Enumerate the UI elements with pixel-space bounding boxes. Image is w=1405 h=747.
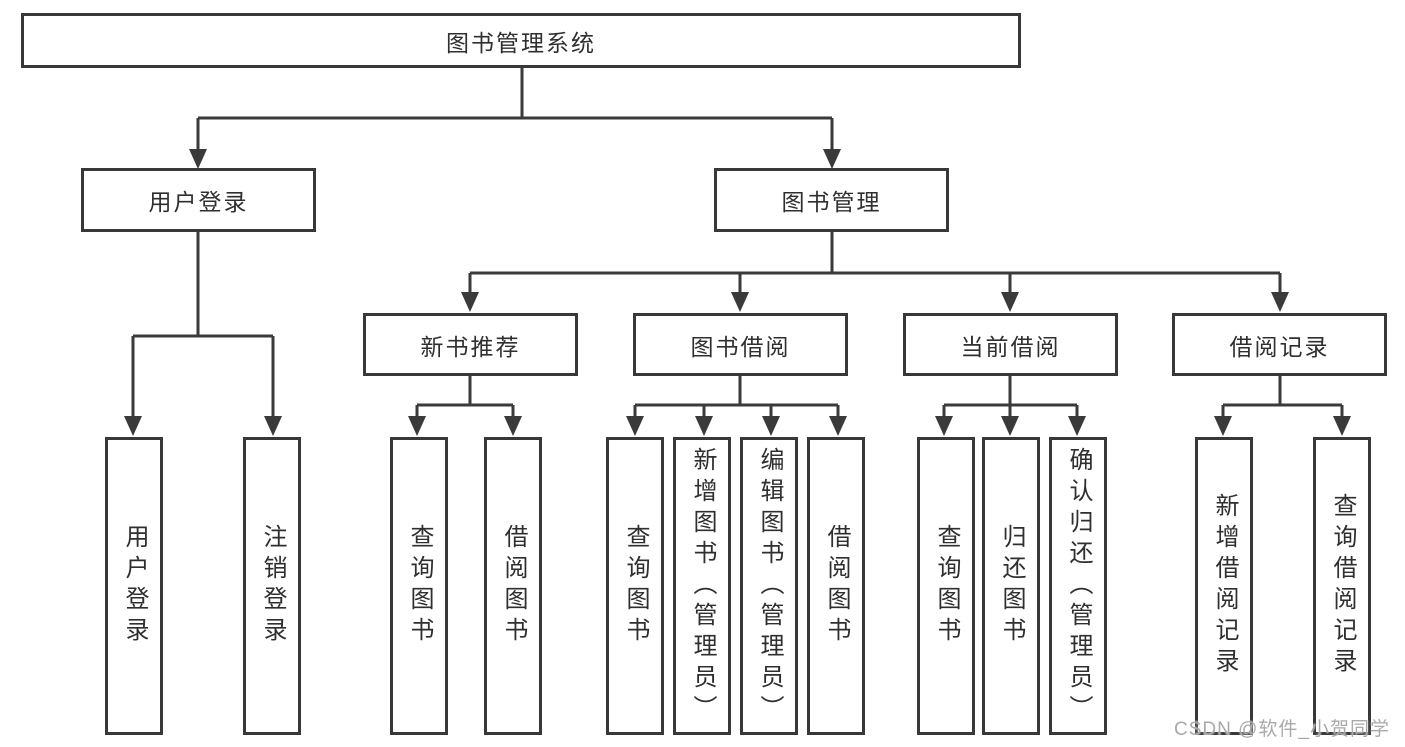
node-borrow-books-2: 借阅图书 — [807, 437, 865, 735]
node-borrow-books-1: 借阅图书 — [484, 437, 542, 735]
node-query-books-3: 查询图书 — [917, 437, 975, 735]
node-user-login-label: 用户登录 — [148, 189, 249, 215]
node-query-books-1: 查询图书 — [390, 437, 448, 735]
node-library-system-label: 图书管理系统 — [446, 29, 596, 56]
node-query-books-3-label: 查询图书 — [933, 524, 960, 648]
node-current-borrow-label: 当前借阅 — [960, 333, 1061, 360]
node-query-books-2: 查询图书 — [606, 437, 664, 735]
node-confirm-return-admin: 确认归还（管理员） — [1049, 437, 1107, 735]
node-new-book-recommend-label: 新书推荐 — [420, 333, 521, 360]
node-query-borrow-record-label: 查询借阅记录 — [1329, 493, 1356, 679]
node-user-login-leaf-label: 用户登录 — [121, 524, 148, 648]
node-confirm-return-admin-label: 确认归还（管理员） — [1065, 446, 1092, 726]
node-return-books-label: 归还图书 — [998, 524, 1025, 648]
node-book-borrow: 图书借阅 — [633, 313, 848, 376]
node-library-system: 图书管理系统 — [21, 13, 1021, 68]
node-return-books: 归还图书 — [982, 437, 1040, 735]
node-query-books-1-label: 查询图书 — [406, 524, 433, 648]
node-query-books-2-label: 查询图书 — [622, 524, 649, 648]
node-user-login: 用户登录 — [81, 168, 316, 232]
node-borrow-books-1-label: 借阅图书 — [500, 524, 527, 648]
node-add-borrow-record-label: 新增借阅记录 — [1211, 493, 1238, 679]
node-new-book-recommend: 新书推荐 — [363, 313, 578, 376]
node-book-management-label: 图书管理 — [781, 189, 882, 215]
node-add-borrow-record: 新增借阅记录 — [1195, 437, 1253, 735]
csdn-watermark: CSDN @软件_小贺同学 — [1174, 719, 1390, 740]
node-edit-book-admin: 编辑图书（管理员） — [740, 437, 798, 735]
node-user-login-leaf: 用户登录 — [105, 437, 163, 735]
node-book-management: 图书管理 — [714, 168, 949, 232]
node-borrow-records: 借阅记录 — [1172, 313, 1387, 376]
node-book-borrow-label: 图书借阅 — [690, 333, 791, 360]
node-edit-book-admin-label: 编辑图书（管理员） — [756, 446, 783, 726]
node-borrow-books-2-label: 借阅图书 — [823, 524, 850, 648]
node-logout: 注销登录 — [243, 437, 301, 735]
node-borrow-records-label: 借阅记录 — [1229, 333, 1330, 360]
node-query-borrow-record: 查询借阅记录 — [1313, 437, 1371, 735]
node-logout-label: 注销登录 — [259, 524, 286, 648]
node-current-borrow: 当前借阅 — [903, 313, 1118, 376]
node-add-book-admin-label: 新增图书（管理员） — [689, 446, 716, 726]
node-add-book-admin: 新增图书（管理员） — [673, 437, 731, 735]
